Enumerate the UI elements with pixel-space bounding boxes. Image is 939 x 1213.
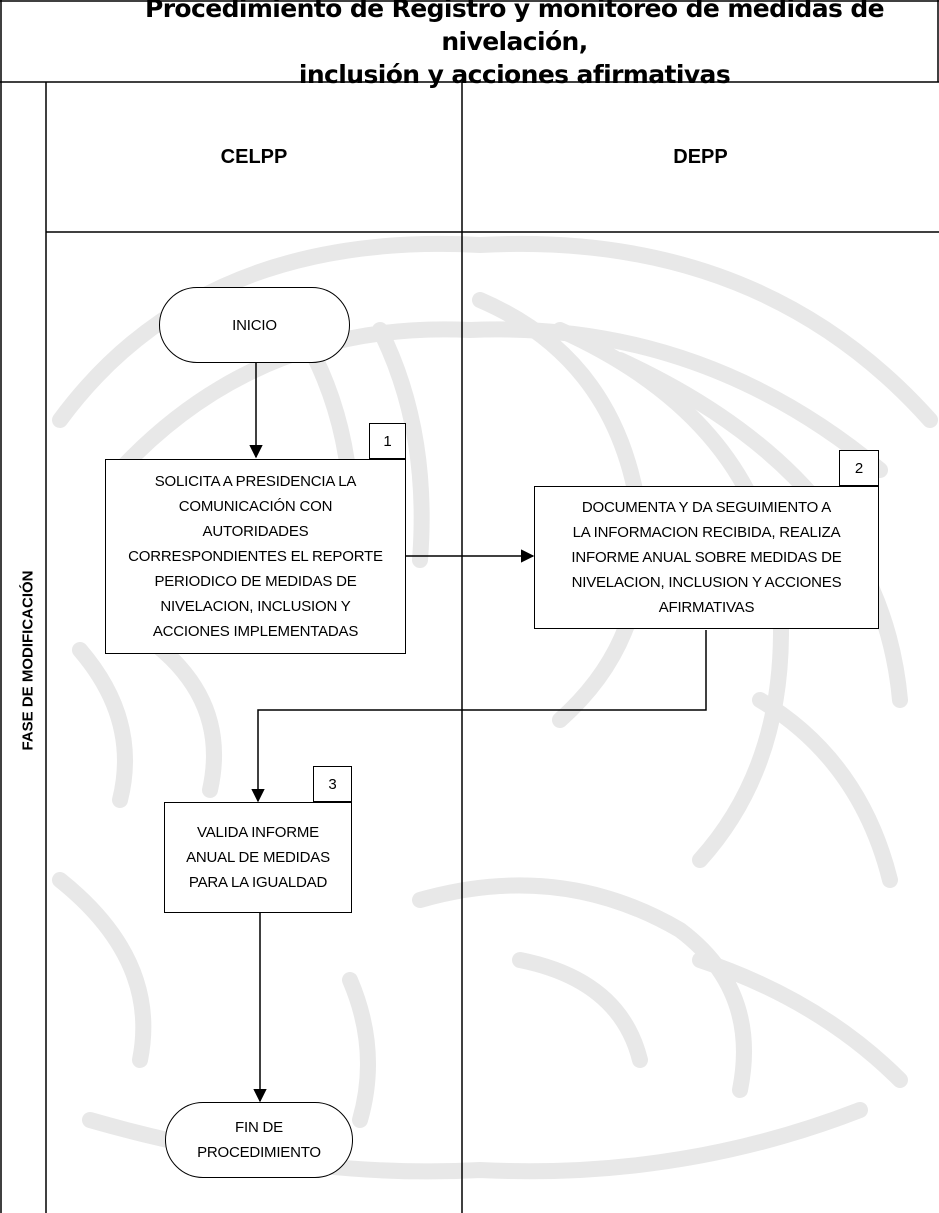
step1-number: 1	[369, 423, 406, 459]
step2-process-box: DOCUMENTA Y DA SEGUIMIENTO A LA INFORMAC…	[534, 486, 879, 629]
step3-number: 3	[313, 766, 352, 802]
lane-header-celpp: CELPP	[220, 145, 288, 168]
step1-process-box: SOLICITA A PRESIDENCIA LA COMUNICACIÓN C…	[105, 459, 406, 654]
arrow-step2-to-step3	[251, 630, 707, 803]
start-terminator: INICIO	[159, 287, 350, 363]
end-terminator: FIN DE PROCEDIMIENTO	[165, 1102, 353, 1178]
step2-number: 2	[839, 450, 879, 486]
lane-header-depp: DEPP	[673, 145, 728, 168]
step3-process-box: VALIDA INFORME ANUAL DE MEDIDAS PARA LA …	[164, 802, 352, 913]
